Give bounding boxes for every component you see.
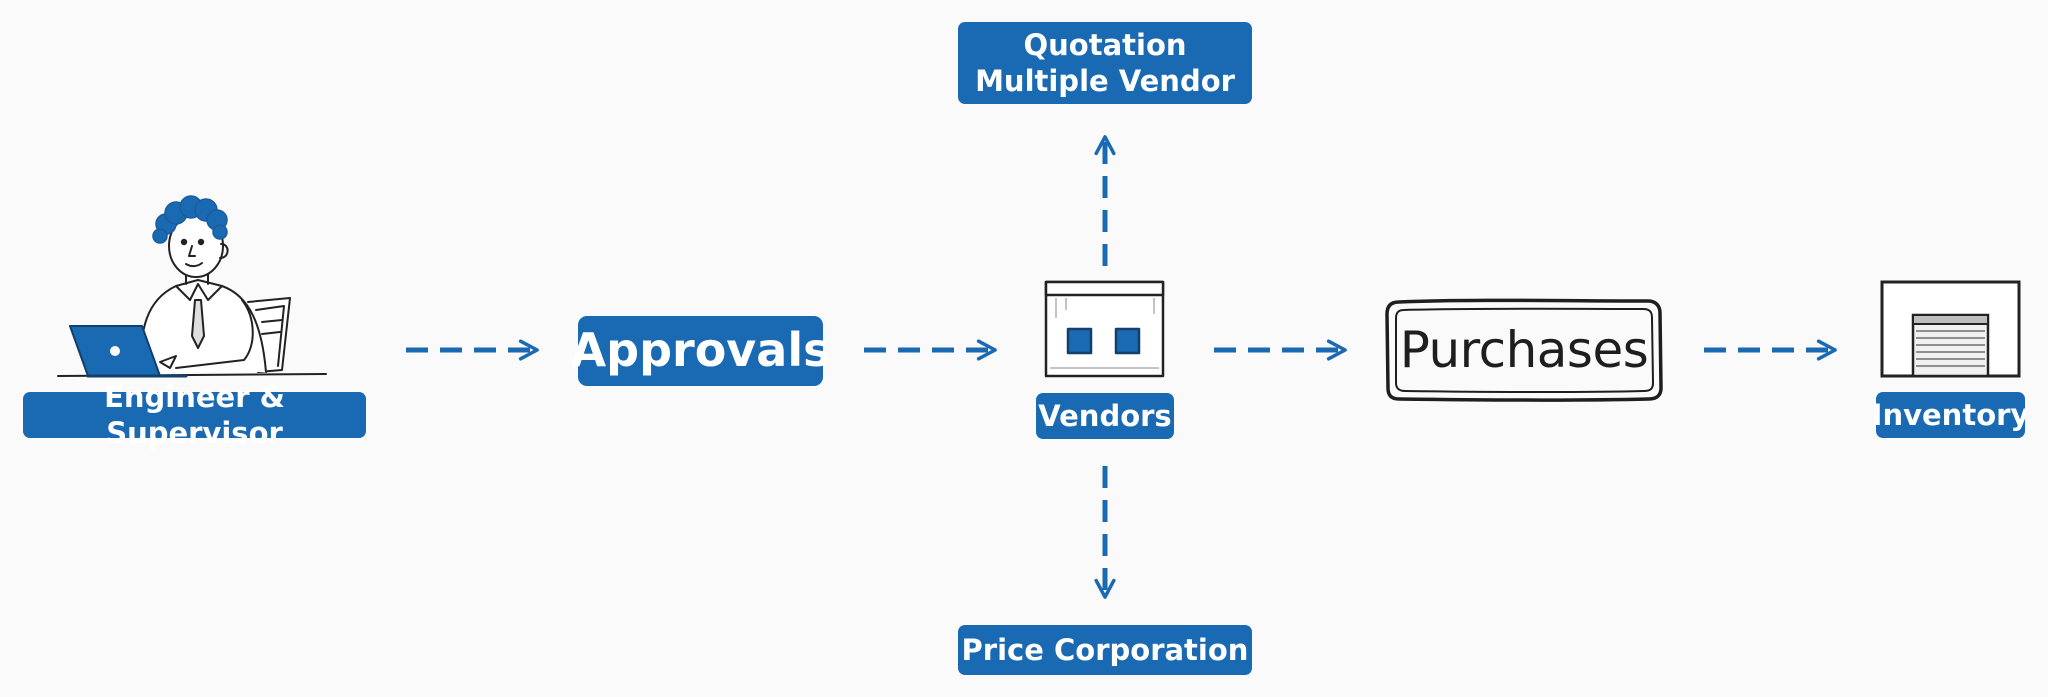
engineer-supervisor-label: Engineer & Supervisor [23, 380, 366, 450]
purchases-frame [1385, 298, 1663, 402]
vendor-storefront-icon [1044, 280, 1165, 378]
quotation-multiple-vendor-node: Quotation Multiple Vendor [958, 22, 1252, 104]
vendors-label: Vendors [1036, 393, 1174, 439]
inventory-label: Inventory [1872, 392, 2029, 438]
warehouse-icon [1880, 280, 2021, 378]
purchases-node: Purchases [1399, 321, 1649, 379]
approvals-node: Approvals [571, 316, 830, 386]
price-corporation-node: Price Corporation [958, 625, 1252, 675]
engineer-at-laptop-icon [57, 195, 327, 378]
